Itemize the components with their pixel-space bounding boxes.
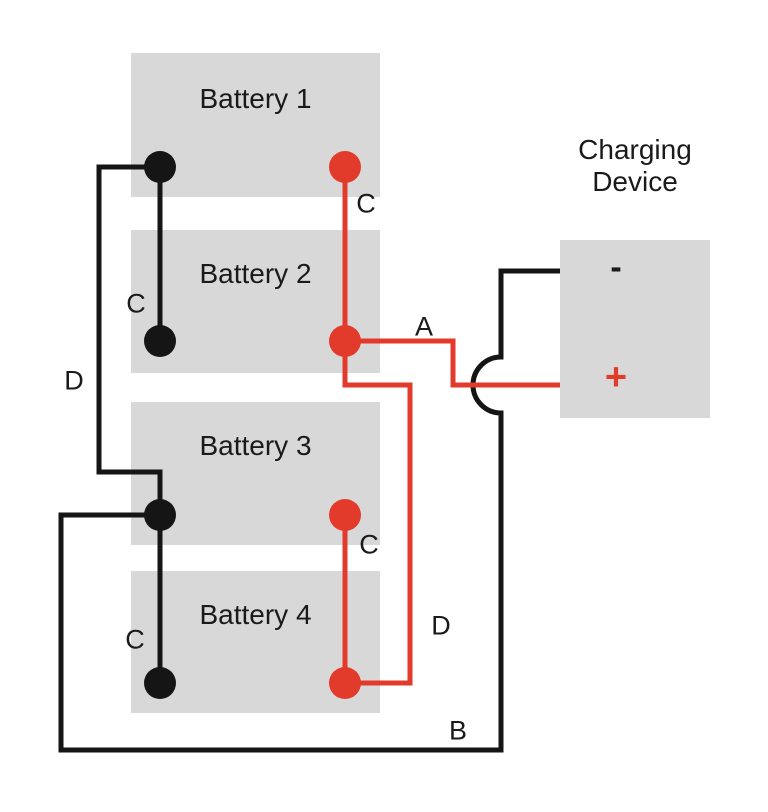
wire-label-c-black-batt1-batt2: C xyxy=(126,288,146,319)
charging-device-positive-terminal-label: + xyxy=(604,356,628,399)
charging-device-title-line2: Device xyxy=(592,166,678,197)
wire-d-black-batt1-to-batt3 xyxy=(96,164,163,515)
battery-3-positive-terminal-dot xyxy=(329,499,361,531)
battery-4-negative-terminal-dot xyxy=(144,667,176,699)
wire-d-red-batt2-to-batt4 xyxy=(342,341,413,686)
wire-label-d-black: D xyxy=(64,365,84,396)
battery-1-label: Battery 1 xyxy=(199,83,312,114)
charging-device-negative-terminal-label: - xyxy=(610,248,622,287)
wire-label-c-black-batt3-batt4: C xyxy=(125,624,145,655)
charging-device-title: Charging Device xyxy=(560,134,710,198)
charging-device-title-line1: Charging xyxy=(578,134,692,165)
wire-label-d-red: D xyxy=(431,610,451,641)
battery-3-label: Battery 3 xyxy=(199,430,312,461)
battery-4-label: Battery 4 xyxy=(199,599,312,630)
battery-2-label: Battery 2 xyxy=(199,258,312,289)
wire-b-batt3-to-charger-negative xyxy=(58,268,560,753)
battery-2-negative-terminal-dot xyxy=(144,325,176,357)
wire-label-c-red-batt3-batt4: C xyxy=(359,529,379,560)
wire-label-b: B xyxy=(448,715,468,746)
battery-1-negative-terminal-dot xyxy=(144,151,176,183)
battery-3-negative-terminal-dot xyxy=(144,499,176,531)
wire-a-batt2-to-charger-positive xyxy=(345,338,560,388)
battery-2-positive-terminal-dot xyxy=(329,325,361,357)
charging-device-box: - + xyxy=(560,240,710,418)
battery-1-positive-terminal-dot xyxy=(329,151,361,183)
wire-label-a: A xyxy=(414,311,434,342)
battery-4-positive-terminal-dot xyxy=(329,667,361,699)
wire-label-c-red-batt1-batt2: C xyxy=(356,188,376,219)
